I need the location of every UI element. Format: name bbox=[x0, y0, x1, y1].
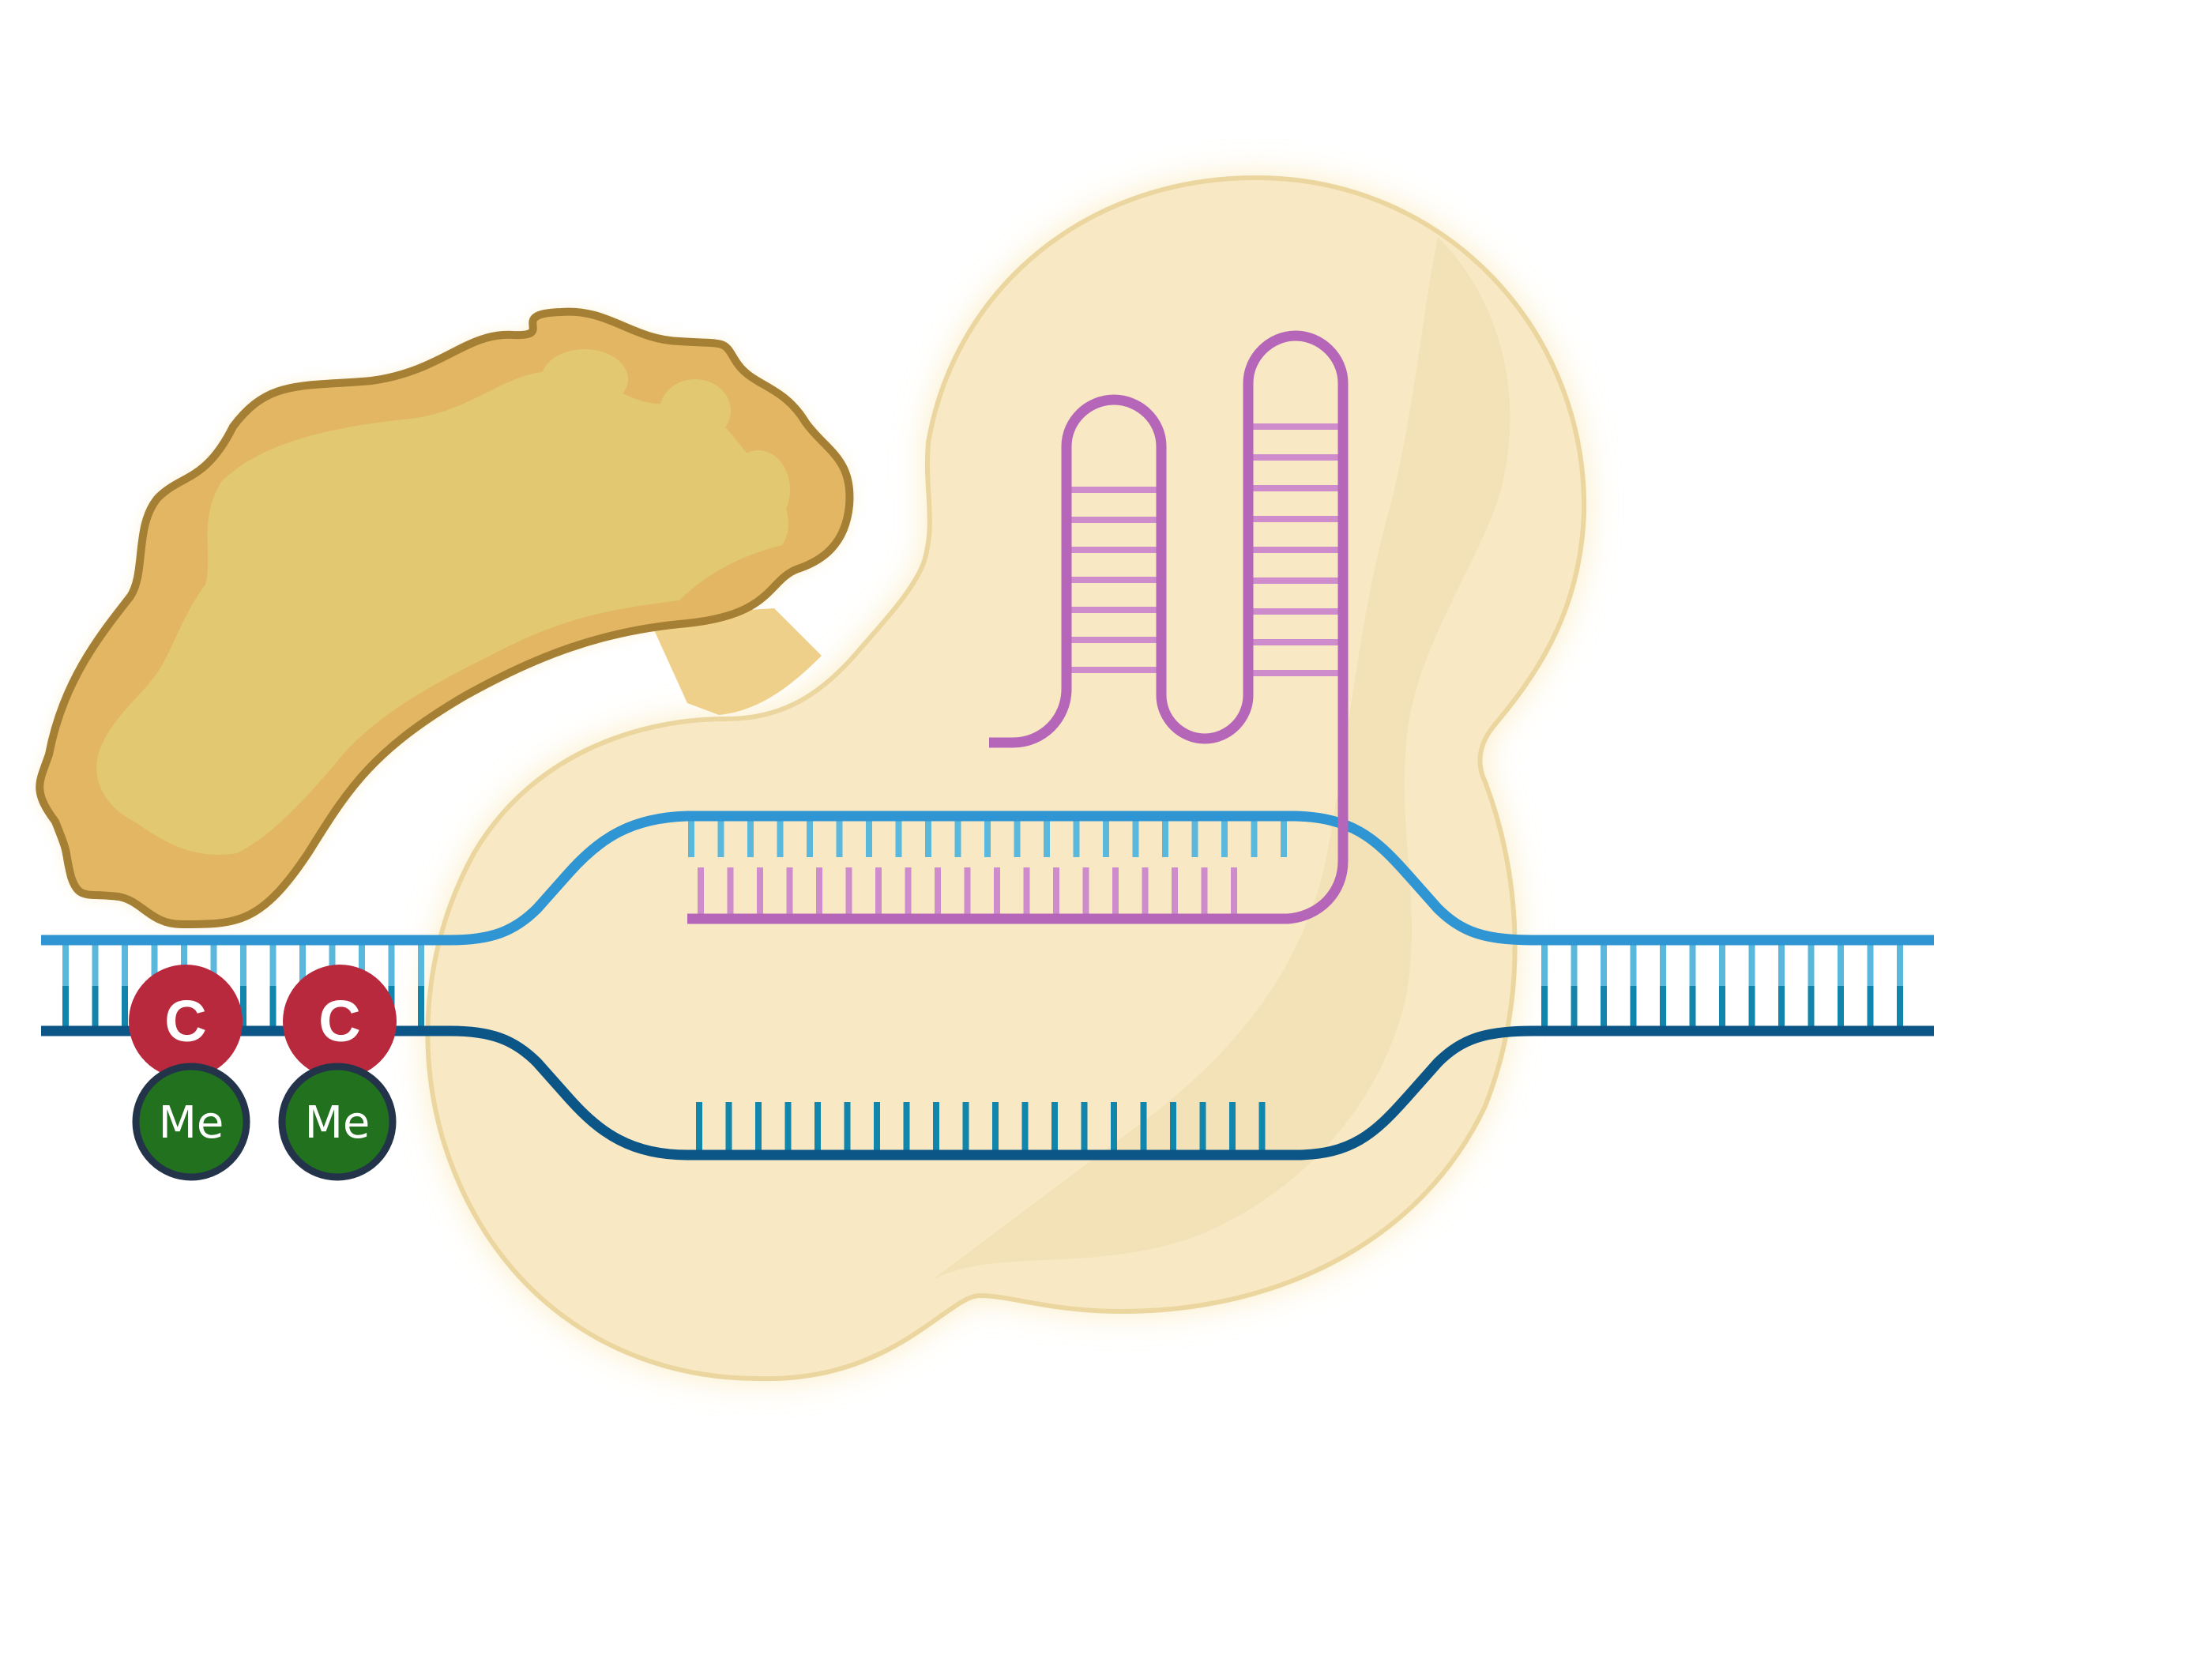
guide-rna bbox=[687, 330, 1349, 924]
methylated-cytosine-2: C Me bbox=[278, 965, 397, 1181]
cas-protein-shading bbox=[932, 237, 1510, 1280]
cytosine-label-2: C bbox=[318, 988, 360, 1054]
methyl-circle-2 bbox=[278, 1063, 397, 1181]
cytosine-circle-1 bbox=[129, 965, 243, 1078]
effector-texture bbox=[96, 349, 790, 855]
guide-rna-spacer-rungs bbox=[698, 867, 1237, 915]
cas-protein bbox=[425, 175, 1587, 1382]
guide-rna-hairpin-rungs bbox=[1068, 423, 1341, 676]
cytosine-label-1: C bbox=[164, 988, 206, 1054]
methyl-label-1: Me bbox=[159, 1097, 224, 1149]
cas-protein-body bbox=[425, 175, 1587, 1382]
methyltransferase-effector bbox=[36, 307, 854, 929]
methyl-label-2: Me bbox=[305, 1097, 371, 1149]
dna-bottom-strand bbox=[41, 1025, 1934, 1161]
dna-top-strand bbox=[41, 811, 1934, 946]
cytosine-circle-2 bbox=[283, 965, 397, 1078]
methylated-cytosine-1: C Me bbox=[129, 965, 250, 1181]
methyl-circle-1 bbox=[132, 1063, 250, 1181]
guide-rna-strand bbox=[687, 330, 1349, 924]
methylated-cytosines: C Me C Me bbox=[129, 965, 397, 1181]
effector-linker bbox=[648, 608, 822, 715]
